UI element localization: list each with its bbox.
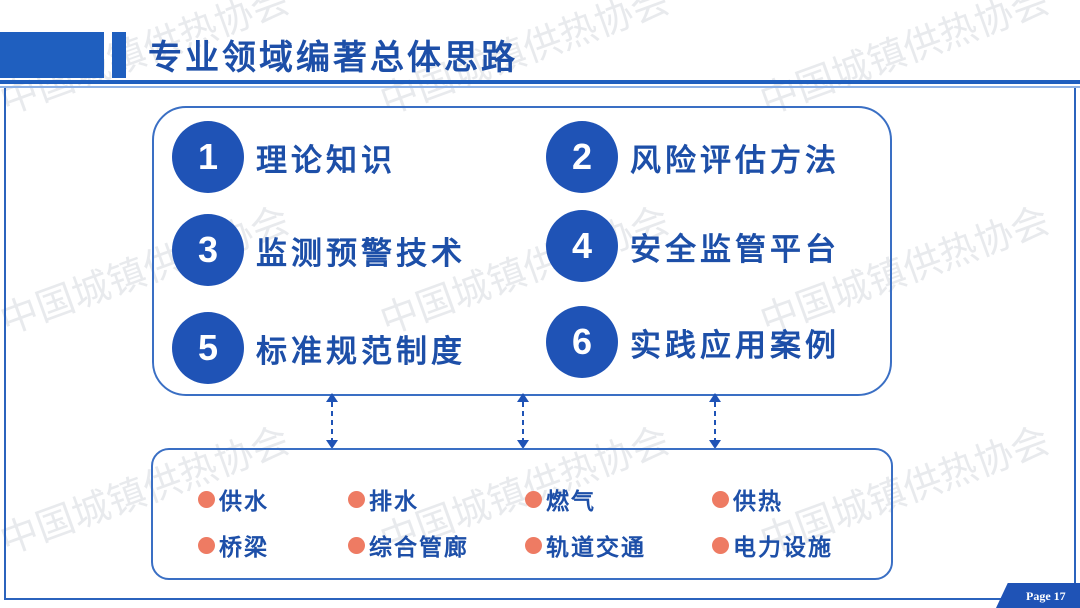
domain-label: 桥梁 [219,534,269,561]
bullet-dot-icon [198,490,215,508]
domain-item: 供热 [712,482,783,516]
domain-label: 电力设施 [733,534,833,561]
topic-label: 监测预警技术 [256,235,466,272]
bullet-dot-icon [525,490,542,508]
domain-item: 综合管廊 [348,528,469,562]
double-arrow-icon [709,393,721,449]
frame-bottom [4,598,1004,600]
domain-label: 供热 [733,488,783,515]
topic-number-badge: 2 [546,121,618,193]
header-accent-bar [0,32,104,78]
frame-left [4,88,6,598]
topic-label: 实践应用案例 [630,327,840,364]
topic-label: 安全监管平台 [630,231,840,268]
frame-right [1074,88,1076,588]
domain-item: 轨道交通 [525,528,646,562]
domain-item: 燃气 [525,482,596,516]
topic-item-5: 5 标准规范制度 [172,312,466,384]
bullet-dot-icon [712,536,729,554]
bullet-dot-icon [348,536,365,554]
topic-number-badge: 5 [172,312,244,384]
page-number-tab [996,583,1080,608]
domain-label: 轨道交通 [546,534,646,561]
topic-item-6: 6 实践应用案例 [546,306,840,378]
topic-label: 理论知识 [256,142,396,179]
bullet-dot-icon [712,490,729,508]
domain-label: 排水 [369,488,419,515]
double-arrow-icon [326,393,338,449]
topic-number-badge: 1 [172,121,244,193]
domain-label: 供水 [219,488,269,515]
domain-item: 供水 [198,482,269,516]
double-arrow-icon [517,393,529,449]
bullet-dot-icon [348,490,365,508]
domain-label: 燃气 [546,488,596,515]
bullet-dot-icon [525,536,542,554]
bullet-dot-icon [198,536,215,554]
topic-label: 风险评估方法 [630,142,840,179]
slide-title: 专业领域编著总体思路 [148,38,518,78]
topic-number-badge: 3 [172,214,244,286]
topic-number-badge: 4 [546,210,618,282]
domains-panel [151,448,893,580]
domain-item: 排水 [348,482,419,516]
domain-item: 电力设施 [712,528,833,562]
topic-label: 标准规范制度 [256,333,466,370]
topic-item-2: 2 风险评估方法 [546,121,840,193]
page-number: Page 17 [1026,589,1066,603]
topic-item-3: 3 监测预警技术 [172,214,466,286]
topic-item-1: 1 理论知识 [172,121,396,193]
topic-number-badge: 6 [546,306,618,378]
domain-label: 综合管廊 [369,534,469,561]
header-divider [0,80,1080,84]
domain-item: 桥梁 [198,528,269,562]
header-divider-light [0,86,1080,88]
topic-item-4: 4 安全监管平台 [546,210,840,282]
header-accent-stripe [112,32,126,78]
